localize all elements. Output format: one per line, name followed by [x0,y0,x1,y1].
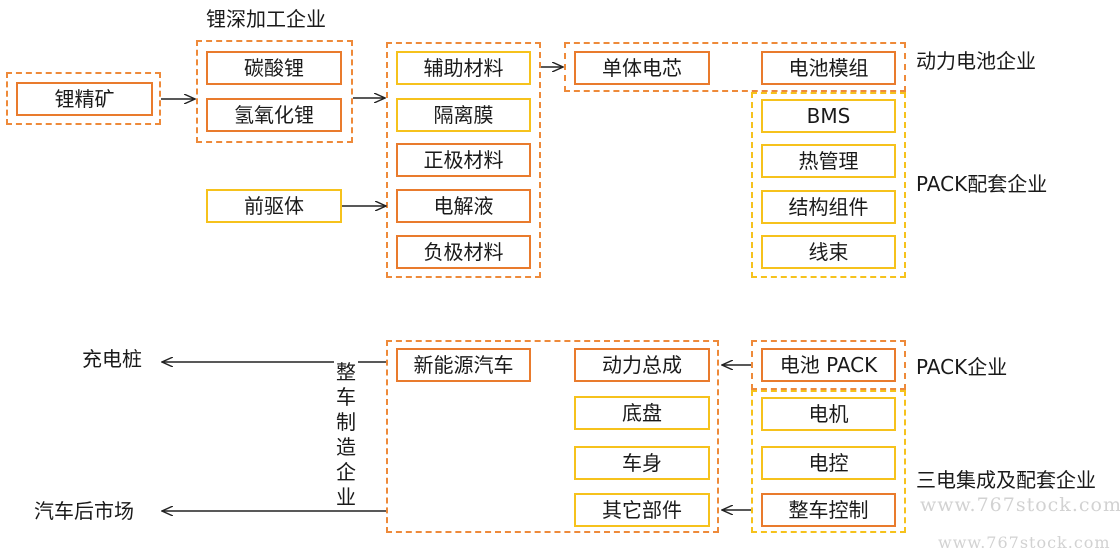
node-vehicle-control[interactable]: 整车控制 [761,493,896,527]
watermark-text: www.767stock.com [920,494,1120,516]
node-body[interactable]: 车身 [574,446,710,480]
node-battery-module[interactable]: 电池模组 [761,51,896,85]
node-structural-parts[interactable]: 结构组件 [761,190,896,224]
node-other-parts[interactable]: 其它部件 [574,493,710,527]
pack-support-label: PACK配套企业 [916,172,1048,196]
node-motor[interactable]: 电机 [761,397,896,431]
pack-company-label: PACK企业 [916,355,1008,379]
node-anode-material[interactable]: 负极材料 [396,235,531,269]
watermark-text-small: www.767stock.com [938,533,1111,552]
node-separator[interactable]: 隔离膜 [396,98,531,132]
node-precursor[interactable]: 前驱体 [206,189,342,223]
power-battery-group [564,42,906,92]
node-battery-pack[interactable]: 电池 PACK [761,348,896,382]
node-battery-cell[interactable]: 单体电芯 [574,51,710,85]
pack-company-group [751,340,906,390]
node-chassis[interactable]: 底盘 [574,396,710,430]
node-auxiliary-materials[interactable]: 辅助材料 [396,51,531,85]
node-wiring-harness[interactable]: 线束 [761,235,896,269]
node-electrolyte[interactable]: 电解液 [396,189,531,223]
node-bms[interactable]: BMS [761,99,896,133]
ore-group [6,72,161,125]
vehicle-maker-label: 整车制造企业 [334,360,358,510]
three-e-label: 三电集成及配套企业 [916,468,1096,492]
node-lithium-ore[interactable]: 锂精矿 [16,82,153,116]
node-lithium-carbonate[interactable]: 碳酸锂 [206,51,342,85]
node-powertrain[interactable]: 动力总成 [574,348,710,382]
node-cathode-material[interactable]: 正极材料 [396,143,531,177]
charging-pile-label: 充电桩 [82,347,142,371]
lithium-processing-label: 锂深加工企业 [206,7,326,31]
lithium-processing-group [196,40,353,143]
node-nev[interactable]: 新能源汽车 [396,348,531,382]
three-e-group [751,390,906,533]
node-electronic-control[interactable]: 电控 [761,446,896,480]
materials-group [386,42,541,278]
node-lithium-hydroxide[interactable]: 氢氧化锂 [206,98,342,132]
node-thermal-management[interactable]: 热管理 [761,144,896,178]
vehicle-maker-group [386,340,719,533]
aftermarket-label: 汽车后市场 [34,499,134,523]
pack-support-group [751,92,906,278]
power-battery-label: 动力电池企业 [916,49,1036,73]
